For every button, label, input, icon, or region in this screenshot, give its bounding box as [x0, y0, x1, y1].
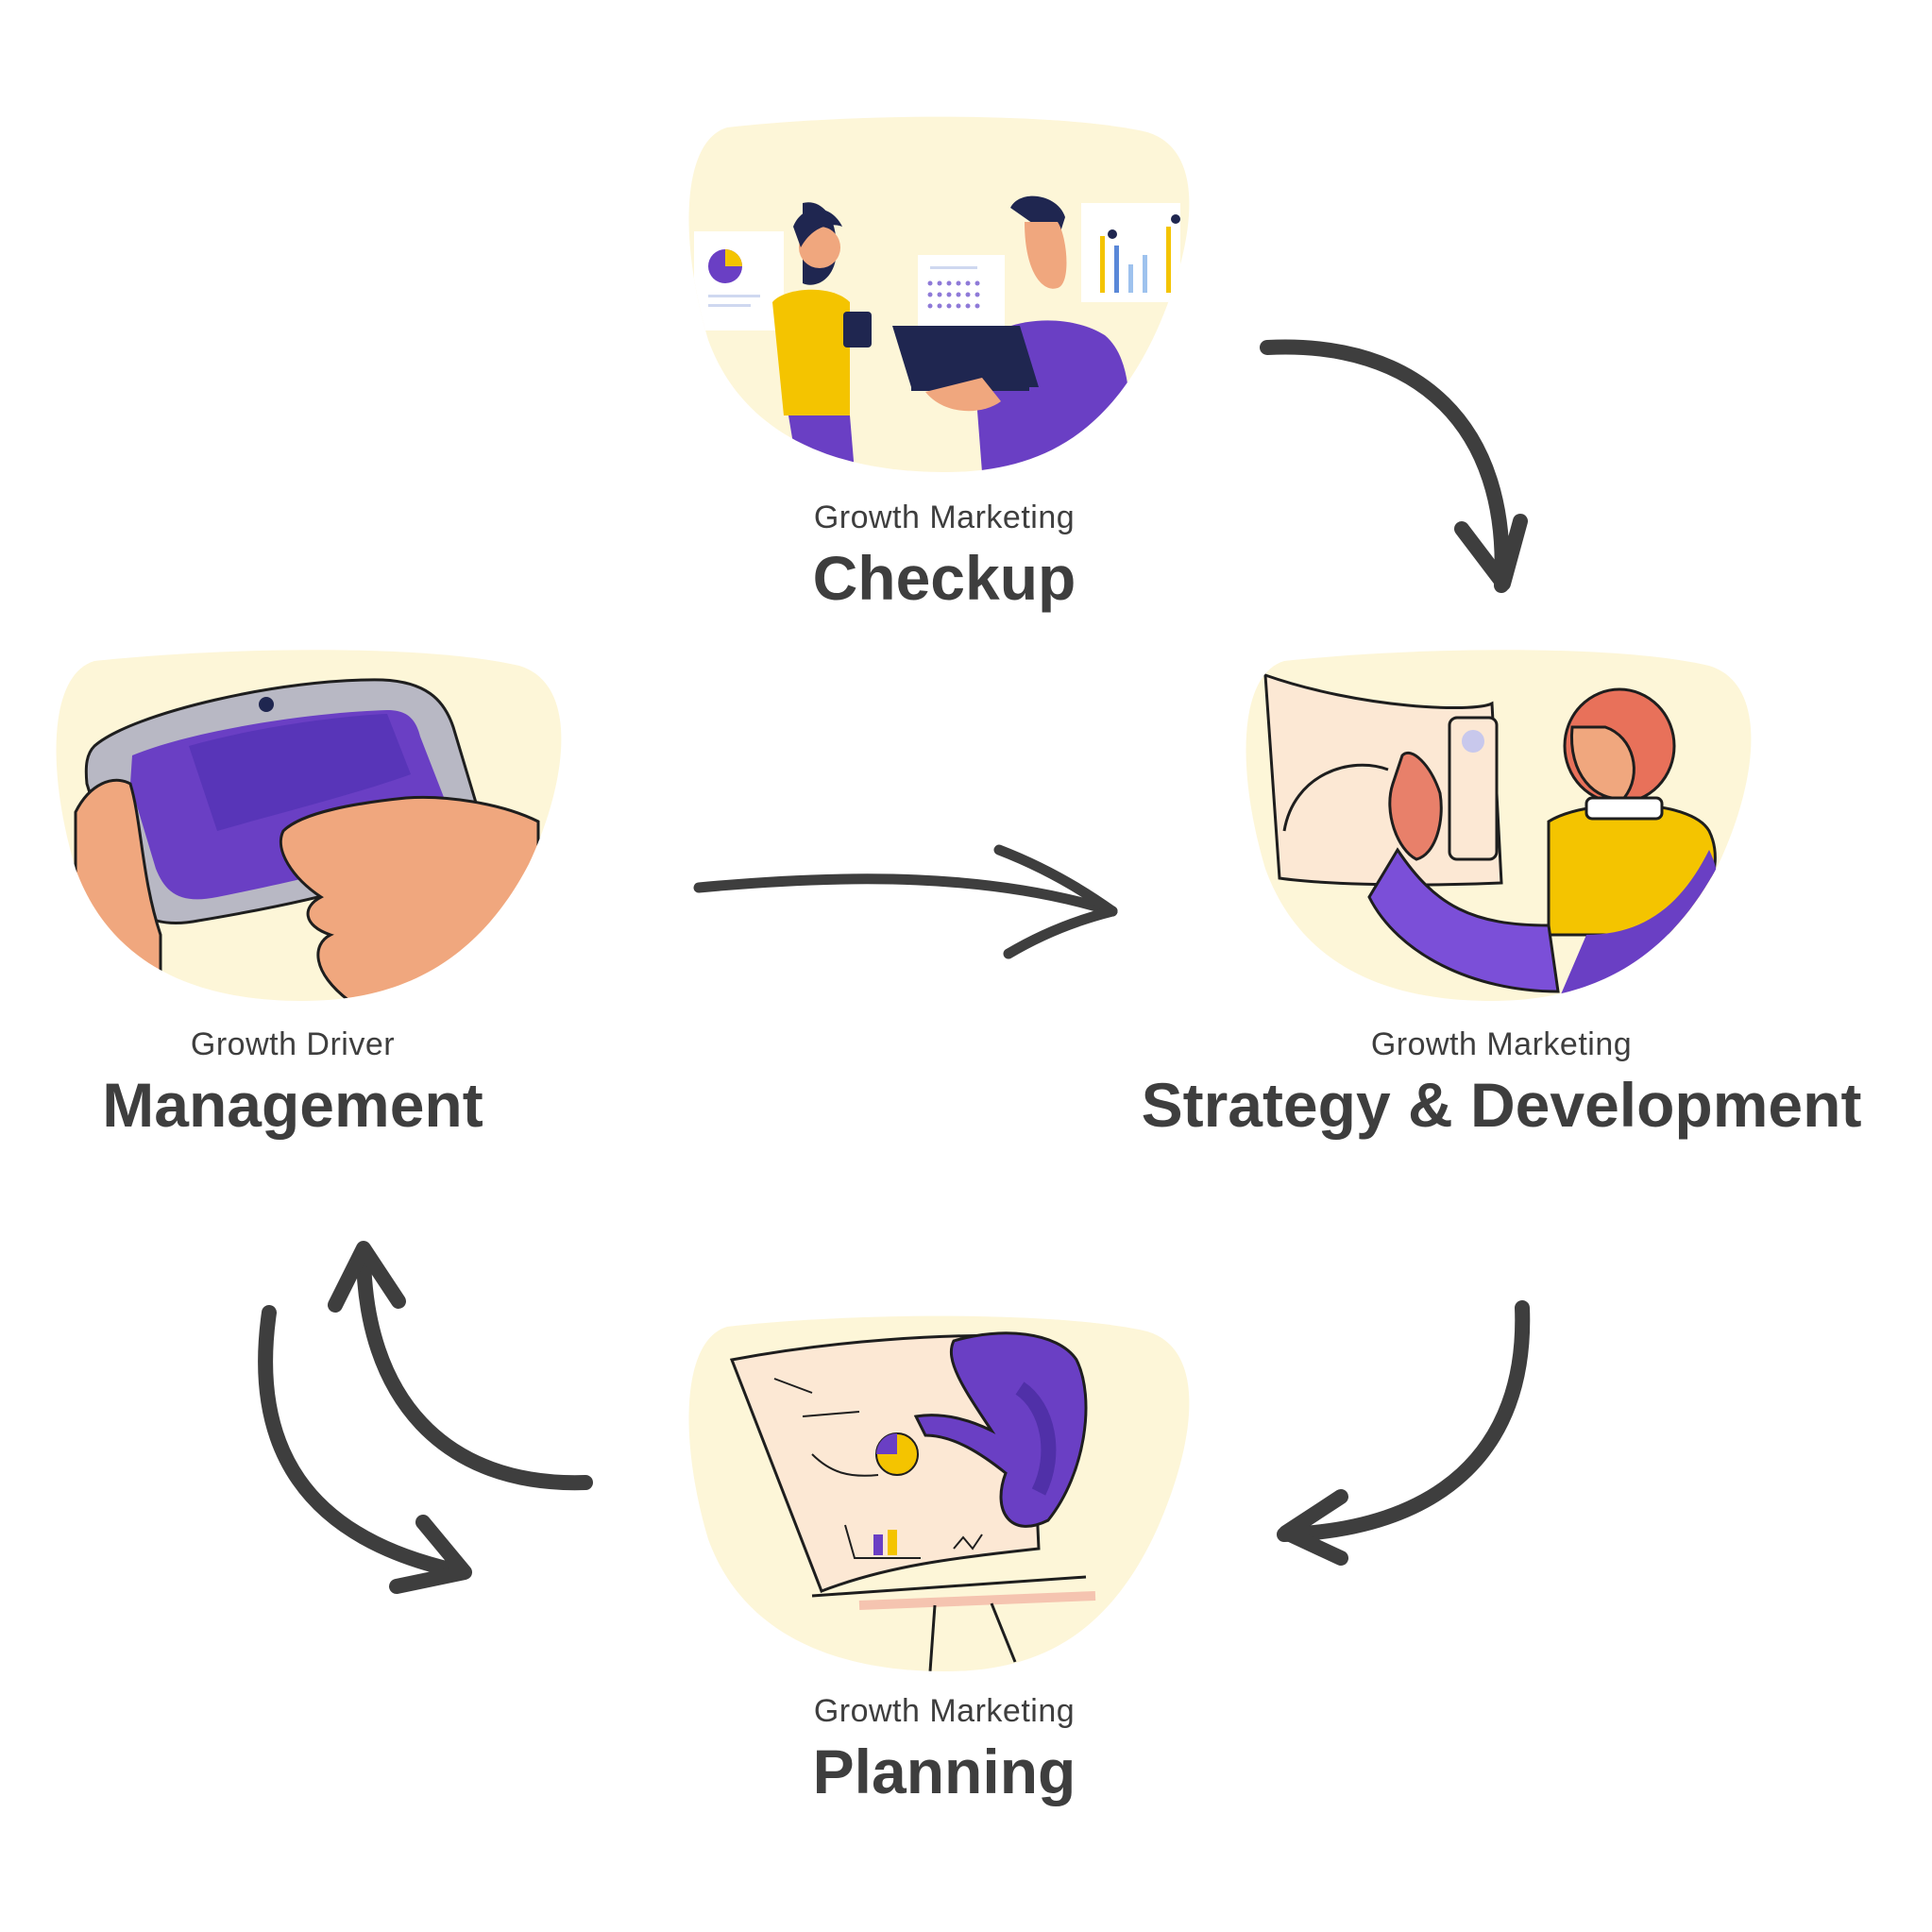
- strategy-title: Strategy & Development: [1141, 1070, 1862, 1140]
- checkup-subtitle: Growth Marketing: [813, 500, 1076, 535]
- checkup-illustration: [688, 116, 1190, 472]
- management-illustration: [56, 650, 562, 1001]
- management-title: Management: [102, 1070, 483, 1140]
- arrow-checkup-to-strategy: [1260, 339, 1528, 593]
- pie-chart-card: [694, 231, 784, 330]
- strategy-label: Growth Marketing Strategy & Development: [1086, 1025, 1917, 1141]
- planning-title: Planning: [812, 1737, 1076, 1806]
- checkup-title: Checkup: [812, 543, 1076, 613]
- tablet-camera: [259, 697, 274, 712]
- arrow-management-to-planning: [258, 1305, 472, 1594]
- checkup-label: Growth Marketing Checkup: [737, 499, 1152, 614]
- strategy-subtitle: Growth Marketing: [1370, 1026, 1633, 1062]
- planning-label: Growth Marketing Planning: [737, 1692, 1152, 1807]
- management-subtitle: Growth Driver: [190, 1026, 396, 1062]
- management-label: Growth Driver Management: [57, 1025, 529, 1141]
- arrow-strategy-to-planning: [1277, 1300, 1531, 1566]
- arrow-management-to-strategy: [693, 844, 1118, 959]
- strategy-illustration: [1246, 650, 1752, 1001]
- planning-subtitle: Growth Marketing: [813, 1693, 1076, 1729]
- planning-illustration: [688, 1315, 1190, 1671]
- arrow-planning-to-management: [328, 1241, 593, 1491]
